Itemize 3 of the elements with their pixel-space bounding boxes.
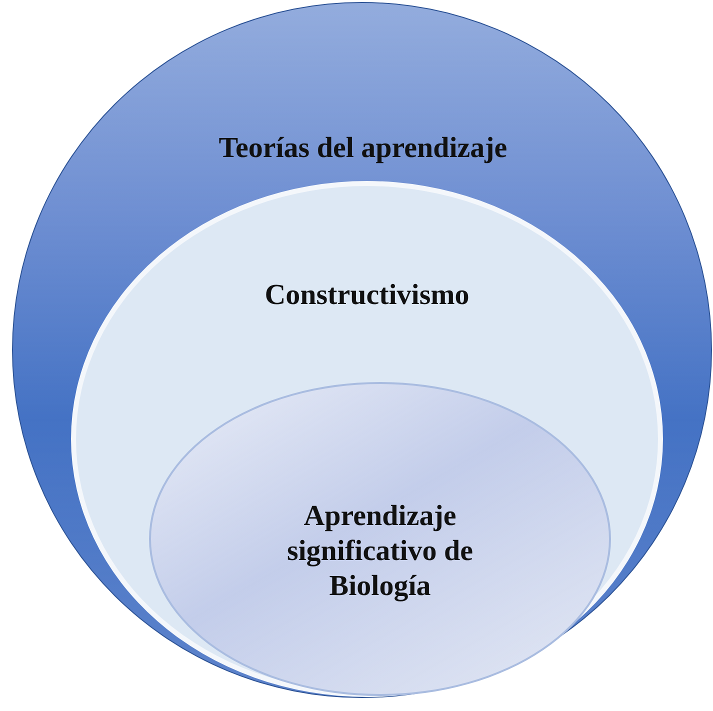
circle-label: Aprendizaje significativo de Biología — [286, 499, 474, 604]
circle-label: Teorías del aprendizaje — [218, 131, 508, 166]
circle-label: Constructivismo — [264, 278, 470, 313]
